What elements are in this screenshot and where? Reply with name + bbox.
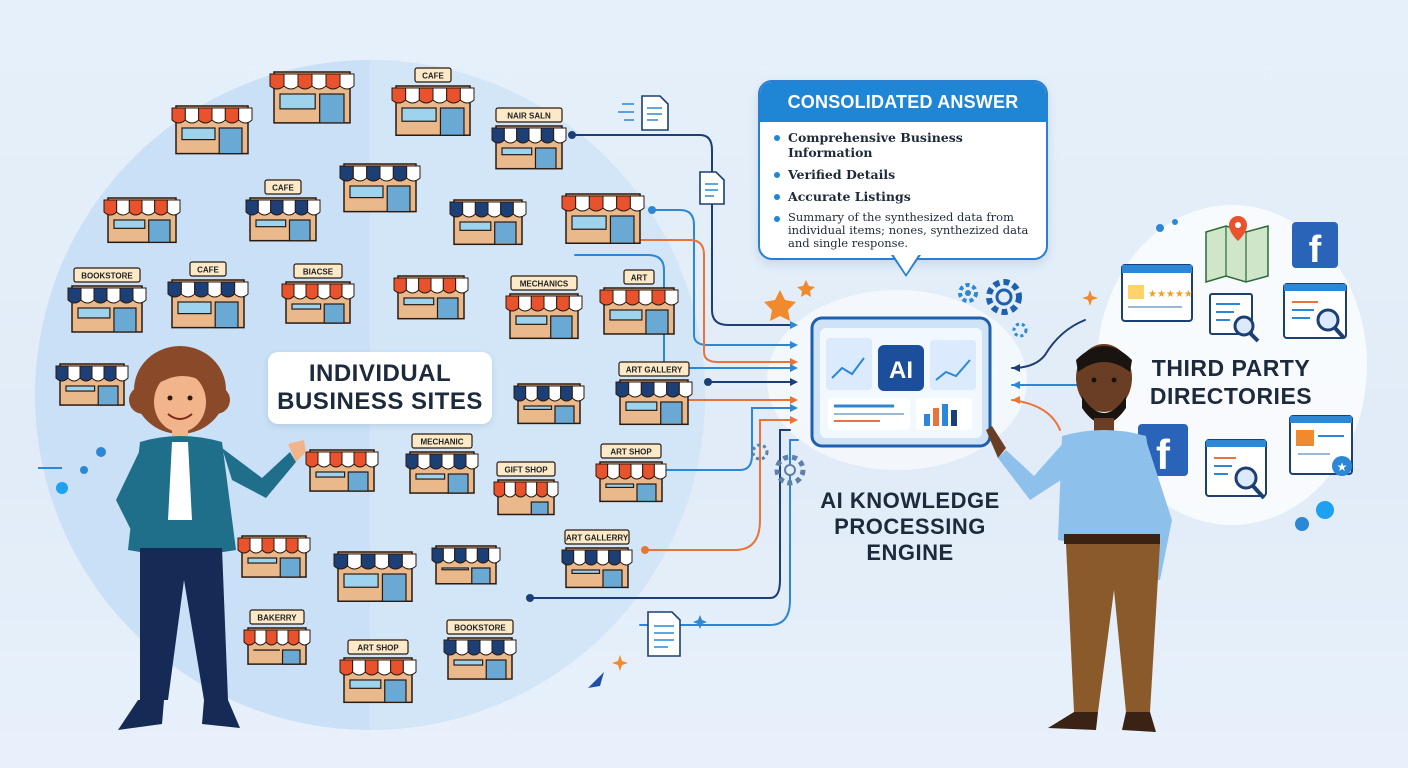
storefront: ART SHOP xyxy=(339,639,417,704)
shop-grid: CAFE NAIR SALN CAFE BOOKSTORE CAFE BIACSE MECH… xyxy=(55,67,693,704)
sparkle-icon xyxy=(612,280,1098,671)
shop-sign-label: BOOKSTORE xyxy=(81,272,133,281)
shop-sign-label: MECHANIC xyxy=(420,438,463,447)
ai-engine-caption: AI KNOWLEDGE PROCESSING ENGINE xyxy=(800,488,1020,566)
list-item: Summary of the synthesized data from ind… xyxy=(772,211,1040,250)
storefront: BAKERRY xyxy=(243,609,311,665)
gear-icon xyxy=(958,283,978,303)
storefront: BIACSE xyxy=(281,263,355,324)
gear-icon xyxy=(774,454,806,486)
ai-engine-label: AI xyxy=(889,357,913,384)
storefront: BOOKSTORE xyxy=(67,267,147,333)
bubble-tail xyxy=(893,254,919,274)
storefront: CAFE xyxy=(167,261,249,329)
shop-sign-label: BIACSE xyxy=(303,268,334,277)
storefront: CAFE xyxy=(245,179,321,242)
label-line: DIRECTORIES xyxy=(1149,383,1313,409)
shop-sign-label: CAFE xyxy=(422,72,444,81)
facebook-icon: f xyxy=(1292,222,1338,271)
storefront xyxy=(513,383,585,425)
storefront: GIFT SHOP xyxy=(493,461,559,516)
storefront xyxy=(55,363,129,406)
document-icon xyxy=(647,611,681,657)
label-line: BUSINESS SITES xyxy=(277,388,483,415)
storefront xyxy=(237,535,311,578)
storefront xyxy=(103,197,181,244)
magnifier-icon xyxy=(1209,293,1260,343)
consolidated-answer-card: CONSOLIDATED ANSWER Comprehensive Busine… xyxy=(758,80,1048,260)
storefront xyxy=(269,71,355,124)
svg-text:f: f xyxy=(1156,431,1171,478)
list-item: Accurate Listings xyxy=(772,189,1040,204)
list-item: Comprehensive Business Information xyxy=(772,130,1040,160)
consolidated-answer-list: Comprehensive Business Information Verif… xyxy=(772,130,1040,257)
storefront: MECHANIC xyxy=(405,433,479,494)
svg-text:★★★★★: ★★★★★ xyxy=(1148,289,1193,300)
label-line: PROCESSING xyxy=(834,514,986,539)
storefront xyxy=(449,199,527,246)
svg-text:★: ★ xyxy=(1337,460,1348,474)
individual-business-sites-label: INDIVIDUAL BUSINESS SITES xyxy=(268,352,492,424)
storefront xyxy=(171,105,253,155)
shop-sign-label: ART GALLERY xyxy=(626,366,683,375)
shop-sign-label: NAIR SALN xyxy=(507,112,551,121)
list-item: Verified Details xyxy=(772,167,1040,182)
label-line: AI KNOWLEDGE xyxy=(820,488,1000,513)
map-pin-icon xyxy=(1205,216,1269,284)
storefront xyxy=(333,551,417,602)
shop-sign-label: ART SHOP xyxy=(357,644,399,653)
label-line: ENGINE xyxy=(866,540,954,565)
sparkle-icon xyxy=(693,615,707,629)
third-party-directories-label: THIRD PARTY DIRECTORIES xyxy=(1138,354,1324,410)
shop-sign-label: MECHANICS xyxy=(520,280,569,289)
shop-sign-label: ART SHOP xyxy=(610,448,652,457)
shop-sign-label: GIFT SHOP xyxy=(504,466,548,475)
document-icon xyxy=(699,171,725,205)
ai-engine-screen: AI xyxy=(810,316,992,448)
gear-icon xyxy=(1012,322,1028,338)
storefront: ART SHOP xyxy=(595,443,667,503)
storefront: ART GALLERY xyxy=(615,361,693,426)
shop-sign-label: BAKERRY xyxy=(257,614,297,623)
storefront xyxy=(305,449,379,492)
shop-sign-label: CAFE xyxy=(272,184,294,193)
label-line: INDIVIDUAL xyxy=(308,360,452,387)
man-illustration xyxy=(986,344,1172,732)
consolidated-answer-title: CONSOLIDATED ANSWER xyxy=(760,82,1046,122)
rating-stars-icon: ★ xyxy=(1289,415,1353,476)
woman-illustration xyxy=(116,346,306,730)
connector-lines xyxy=(529,134,1101,626)
shop-sign-label: CAFE xyxy=(197,266,219,275)
arrow-heads xyxy=(790,321,1020,424)
storefront xyxy=(339,163,421,213)
cursor-icon xyxy=(588,672,604,688)
storefront: BOOKSTORE xyxy=(443,619,517,680)
storefront: MECHANICS xyxy=(505,275,583,340)
gear-icon xyxy=(986,279,1022,315)
gear-icon xyxy=(751,443,769,461)
storefront xyxy=(431,545,501,585)
decor-dots xyxy=(38,219,1334,531)
label-line: THIRD PARTY xyxy=(1151,355,1311,381)
svg-text:f: f xyxy=(1309,229,1322,271)
shop-sign-label: ART xyxy=(631,274,648,283)
storefront xyxy=(393,275,469,320)
rating-stars-icon: ★★★★★ xyxy=(1121,264,1193,322)
storefront: NAIR SALN xyxy=(491,107,567,170)
storefront: ART xyxy=(599,269,679,335)
document-icon xyxy=(618,95,669,131)
shop-sign-label: ART GALLERRY xyxy=(566,534,629,543)
storefront xyxy=(561,193,645,244)
shop-sign-label: BOOKSTORE xyxy=(454,624,506,633)
magnifier-icon xyxy=(1205,439,1267,500)
storefront: CAFE xyxy=(391,67,475,136)
magnifier-icon xyxy=(1283,283,1347,340)
storefront: ART GALLERRY xyxy=(561,529,633,589)
